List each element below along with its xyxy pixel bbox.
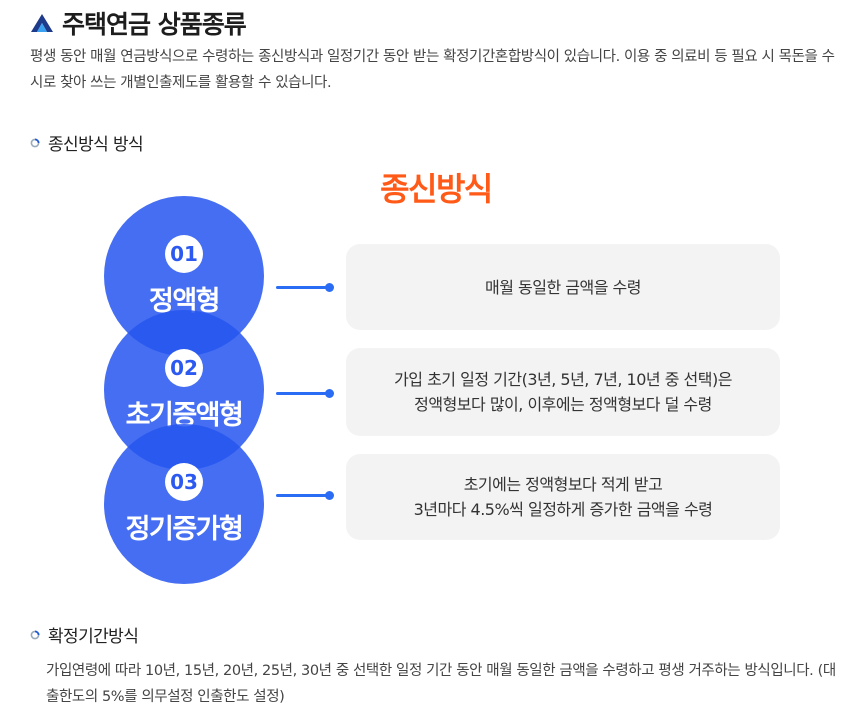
section-heading-fixed-term: 확정기간방식 <box>30 622 139 647</box>
type-description-box: 가입 초기 일정 기간(3년, 5년, 7년, 10년 중 선택)은 정액형보다… <box>346 348 780 436</box>
description-line: 매월 동일한 금액을 수령 <box>485 277 641 297</box>
type-number-badge: 02 <box>165 348 203 387</box>
type-circle-periodic-increase: 03 정기증가형 <box>104 424 264 584</box>
bullet-icon <box>30 138 40 147</box>
connector-line <box>276 491 334 500</box>
section-heading-lifetime: 종신방식 방식 <box>30 130 144 155</box>
connector-line <box>276 283 334 292</box>
type-number-badge: 01 <box>165 234 203 273</box>
fixed-term-description: 가입연령에 따라 10년, 15년, 20년, 25년, 30년 중 선택한 일… <box>46 663 836 705</box>
type-number-badge: 03 <box>165 462 203 501</box>
intro-paragraph: 평생 동안 매월 연금방식으로 수령하는 종신방식과 일정기간 동안 받는 확정… <box>30 49 835 91</box>
description-line: 3년마다 4.5%씩 일정하게 증가한 금액을 수령 <box>413 500 713 519</box>
bullet-icon <box>30 630 40 639</box>
section-heading-label: 종신방식 방식 <box>48 135 144 155</box>
type-circle-initial-increase: 02 초기증액형 <box>104 310 264 470</box>
section-heading-label: 확정기간방식 <box>48 627 139 647</box>
connector-line <box>276 389 334 398</box>
page-title: 주택연금 상품종류 <box>62 10 247 39</box>
mountain-logo-icon <box>31 14 53 32</box>
description-line: 초기에는 정액형보다 적게 받고 <box>463 475 663 494</box>
type-description-box: 매월 동일한 금액을 수령 <box>346 244 780 330</box>
diagram-title: 종신방식 <box>380 170 493 208</box>
page-header: 주택연금 상품종류 <box>30 6 247 40</box>
description-line: 가입 초기 일정 기간(3년, 5년, 7년, 10년 중 선택)은 <box>394 370 732 389</box>
type-label: 정기증가형 <box>125 513 244 545</box>
type-description-box: 초기에는 정액형보다 적게 받고 3년마다 4.5%씩 일정하게 증가한 금액을… <box>346 454 780 540</box>
description-line: 정액형보다 많이, 이후에는 정액형보다 덜 수령 <box>414 395 712 414</box>
